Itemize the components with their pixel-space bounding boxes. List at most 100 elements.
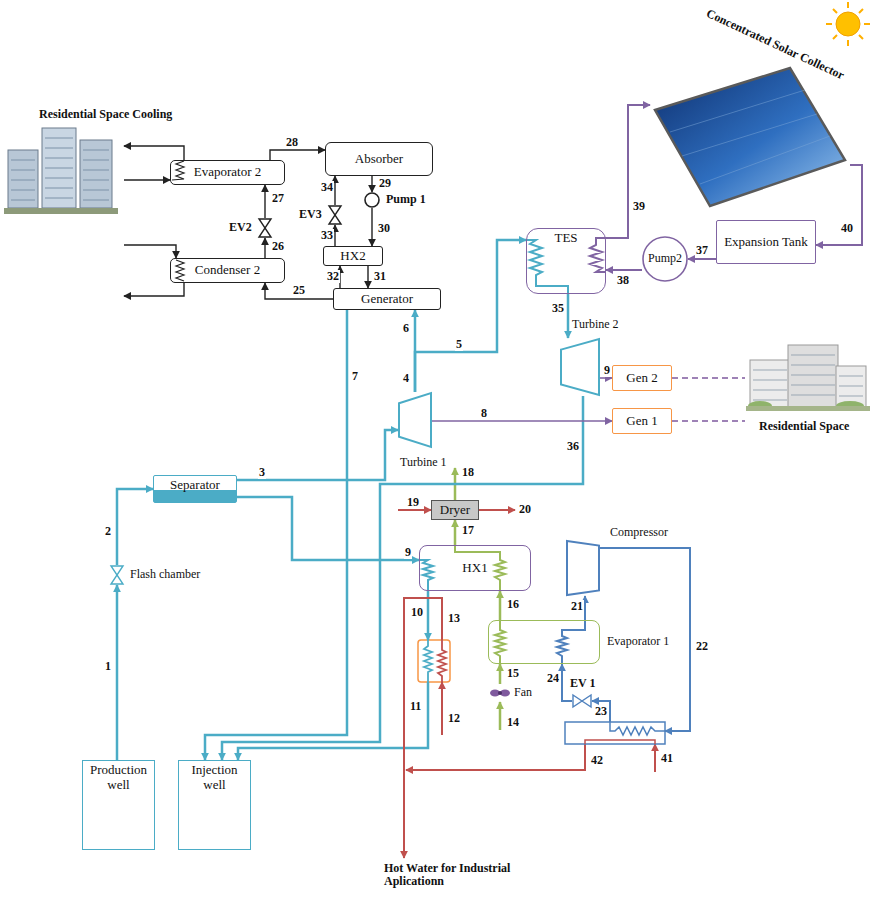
- stream-number: 36: [566, 440, 580, 453]
- node-label: TES: [554, 231, 577, 246]
- fan-symbol: Fan: [490, 684, 510, 702]
- chilled-water-line: [124, 179, 170, 180]
- flow-connector: [371, 176, 372, 192]
- flow-connector: [606, 105, 650, 238]
- stream-number: 24: [546, 672, 560, 685]
- water-line: [406, 744, 585, 770]
- pump-symbol: Pump2: [642, 236, 688, 282]
- node-label: Evaporator 1: [607, 635, 669, 649]
- cooling-water-line: [124, 245, 176, 258]
- flow-connector: [367, 266, 368, 288]
- stream-number: 31: [373, 270, 387, 283]
- node-label: Pump 1: [386, 193, 426, 207]
- stream-number: 28: [285, 136, 299, 149]
- valve-bowtie: [259, 219, 271, 237]
- separator-box: Separator: [153, 475, 237, 503]
- water-heater: [418, 640, 450, 682]
- flow-connector: [270, 150, 325, 160]
- well-box: Production well: [82, 760, 155, 850]
- flow-connector: [205, 310, 347, 760]
- stream-number: 1: [104, 660, 112, 673]
- stream-number: 41: [660, 752, 674, 765]
- stream-number: 11: [409, 700, 422, 713]
- stream-number: 15: [506, 667, 520, 680]
- coil: [610, 722, 665, 735]
- hot-water-line: [404, 598, 442, 858]
- turbine-symbol-outline: [398, 392, 432, 448]
- stream-number: 19: [406, 496, 420, 509]
- heat-exchanger-box: HX1: [419, 545, 531, 591]
- storage-tank: TES: [526, 228, 606, 294]
- valve-symbol: EV3: [328, 205, 342, 225]
- collector-grid: [670, 90, 830, 184]
- ground: [4, 208, 118, 214]
- stream-number: 42: [590, 754, 604, 767]
- flow-connector: [688, 258, 716, 260]
- collector-panel: [655, 68, 845, 206]
- stream-number: 23: [594, 705, 608, 718]
- heat-pump-condenser: [565, 722, 665, 744]
- brine-line: [238, 682, 428, 760]
- pump-circle: [643, 237, 687, 281]
- flow-connector: [265, 283, 333, 299]
- stream-number: 20: [518, 503, 532, 516]
- solar-collector: Concentrated Solar Collector: [650, 66, 850, 211]
- node-label: Fan: [514, 686, 532, 700]
- stream-number: 13: [447, 612, 461, 625]
- flow-connector: [499, 664, 502, 684]
- ground: [746, 406, 870, 411]
- product-line: [398, 509, 431, 511]
- stream-number: 3: [258, 466, 266, 479]
- refrigerant-line: [600, 548, 690, 731]
- stream-number: 29: [378, 177, 392, 190]
- generator-unit: Gen 1: [612, 408, 672, 434]
- stream-number: 16: [506, 598, 520, 611]
- flow-connector: [116, 585, 119, 760]
- valve-symbol-outline: [110, 565, 124, 585]
- flow-connector: [264, 238, 265, 258]
- stream-number: 8: [480, 407, 488, 420]
- stream-number: 39: [632, 200, 646, 213]
- flow-connector: [264, 185, 265, 218]
- valve-bowtie: [111, 566, 123, 584]
- stream-number: 22: [695, 640, 709, 653]
- flow-connector: [237, 497, 419, 560]
- water-line: [654, 744, 656, 772]
- node-label: EV3: [299, 208, 322, 222]
- valve-symbol: Flash chamber: [110, 565, 124, 585]
- building: [788, 345, 838, 408]
- node-label: Turbine 2: [572, 318, 619, 332]
- stream-number: 21: [570, 600, 584, 613]
- stream-number: 33: [320, 229, 334, 242]
- coil: [438, 640, 446, 682]
- pump-circle: [365, 193, 379, 207]
- coil: [585, 740, 655, 744]
- residential-buildings: [746, 345, 870, 411]
- tes-coil: [526, 240, 568, 294]
- node-label: Absorber: [355, 152, 403, 167]
- valve-bowtie: [573, 695, 591, 707]
- flow-connector: [415, 240, 526, 392]
- air-line: [499, 702, 502, 730]
- evaporator-box: Evaporator 1: [488, 620, 600, 664]
- refrigerant-line: [592, 701, 610, 722]
- coil: [424, 640, 432, 682]
- flow-connector: [334, 225, 335, 246]
- stream-number: 5: [455, 338, 463, 351]
- stream-number: 38: [616, 274, 630, 287]
- cooling-water-line: [124, 283, 184, 296]
- pump-symbol: Pump 1: [364, 192, 380, 208]
- flow-connector: [334, 176, 335, 205]
- flow-connector: [222, 396, 583, 760]
- stream-number: 32: [326, 270, 340, 283]
- stream-number: 35: [551, 302, 565, 315]
- compressor-body: [567, 541, 599, 595]
- building: [750, 360, 790, 408]
- node-label: Flash chamber: [130, 568, 200, 582]
- stream-number: 2: [104, 525, 112, 538]
- valve-symbol-outline: [328, 205, 342, 225]
- flow-connector: [454, 520, 457, 545]
- caption-label: Residential Space: [758, 420, 850, 433]
- dryer-box: Dryer: [431, 500, 479, 520]
